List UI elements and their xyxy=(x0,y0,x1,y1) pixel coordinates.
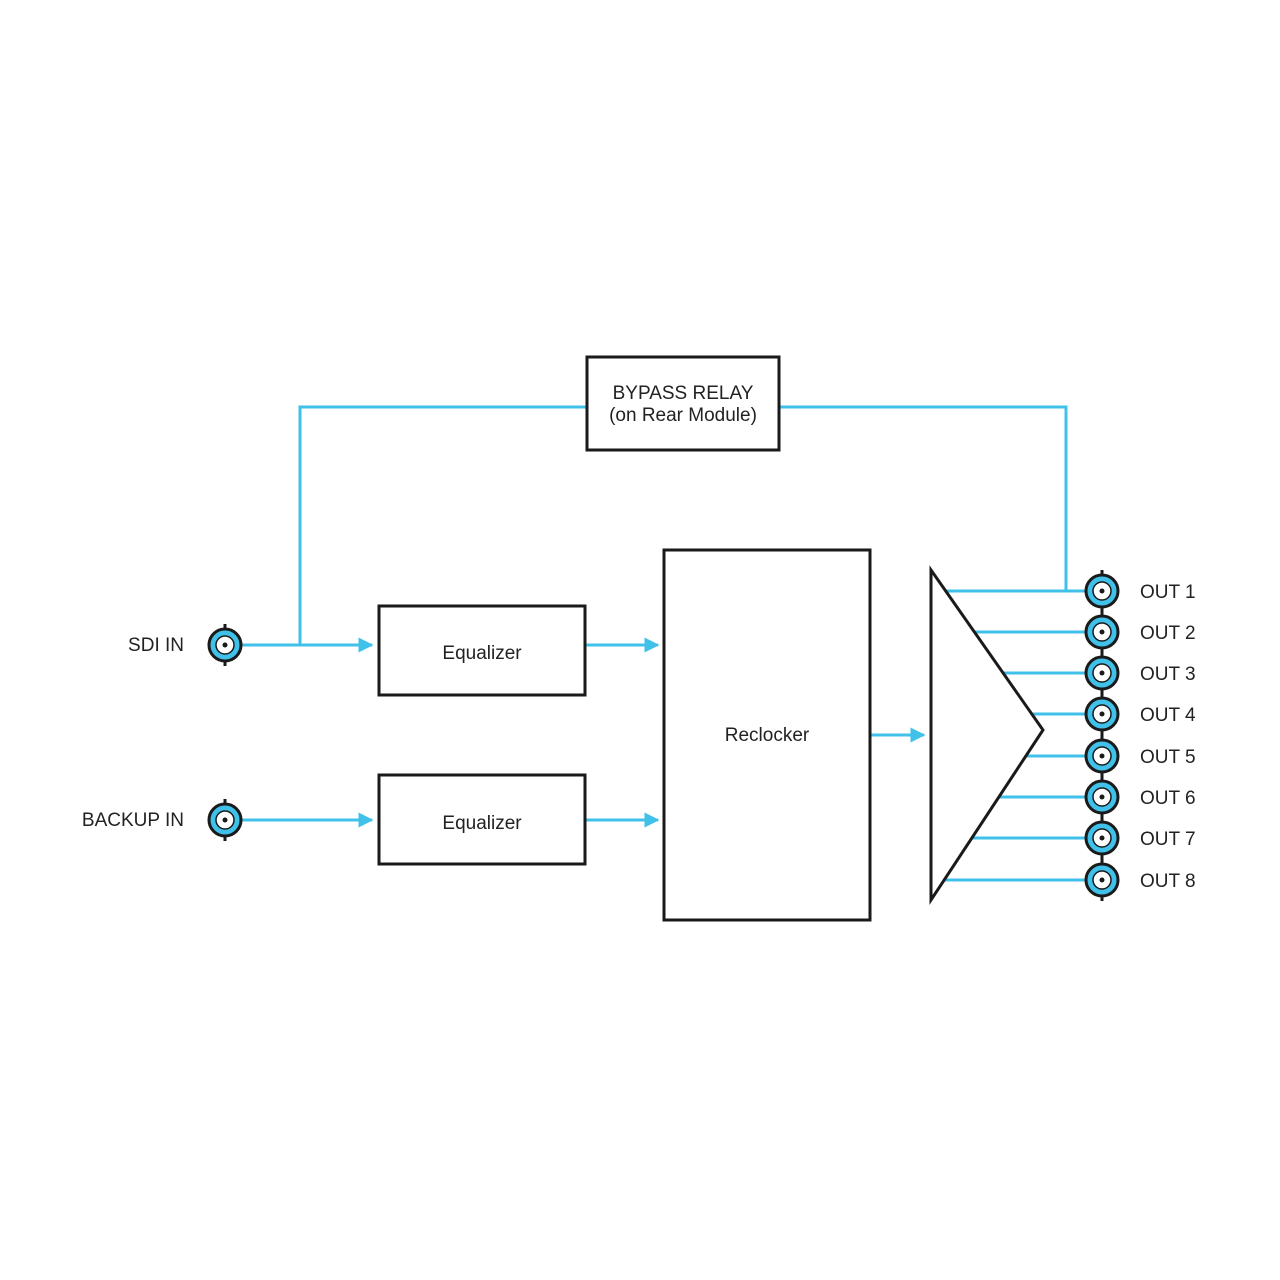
bypass-wire-in xyxy=(298,405,587,645)
output-connectors: OUT 1 OUT 2 OUT 3 OUT 4 OUT 5 OUT 6 OUT 7 OUT 8 xyxy=(1084,570,1196,901)
out-3-connector-icon xyxy=(1084,652,1120,694)
out-6-connector-icon xyxy=(1084,776,1120,818)
out-7-label: OUT 7 xyxy=(1140,829,1196,850)
sdi-in-connector-icon xyxy=(207,624,243,666)
reclocker-block: Reclocker xyxy=(662,548,872,922)
backup-in-connector-icon xyxy=(207,799,243,841)
distribution-amplifier xyxy=(929,565,1045,906)
bypass-relay-block: BYPASS RELAY (on Rear Module) xyxy=(585,355,781,452)
out-6-label: OUT 6 xyxy=(1140,788,1196,809)
out-5-connector-icon xyxy=(1084,735,1120,777)
bypass-wire-out xyxy=(779,405,1068,590)
out-8-connector-icon xyxy=(1084,859,1120,901)
backup-in-label: BACKUP IN xyxy=(82,810,184,831)
out-4-connector-icon xyxy=(1084,693,1120,735)
out-8-label: OUT 8 xyxy=(1140,871,1196,892)
bypass-relay-sublabel: (on Rear Module) xyxy=(609,405,757,426)
equalizer-1-label: Equalizer xyxy=(442,643,522,664)
out-7-connector-icon xyxy=(1084,817,1120,859)
equalizer-2-label: Equalizer xyxy=(442,813,522,834)
equalizer-block-1: Equalizer xyxy=(377,604,587,697)
out-2-label: OUT 2 xyxy=(1140,623,1196,644)
out-4-label: OUT 4 xyxy=(1140,705,1196,726)
out-1-label: OUT 1 xyxy=(1140,582,1196,603)
reclocker-label: Reclocker xyxy=(725,725,810,746)
equalizer-block-2: Equalizer xyxy=(377,773,587,866)
output-wires xyxy=(945,589,1086,882)
out-2-connector-icon xyxy=(1084,611,1120,653)
out-3-label: OUT 3 xyxy=(1140,664,1196,685)
bypass-relay-label: BYPASS RELAY xyxy=(613,383,754,404)
out-1-connector-icon xyxy=(1084,570,1120,612)
out-5-label: OUT 5 xyxy=(1140,747,1196,768)
input-connectors: SDI IN BACKUP IN xyxy=(82,624,243,841)
sdi-in-label: SDI IN xyxy=(128,635,184,656)
